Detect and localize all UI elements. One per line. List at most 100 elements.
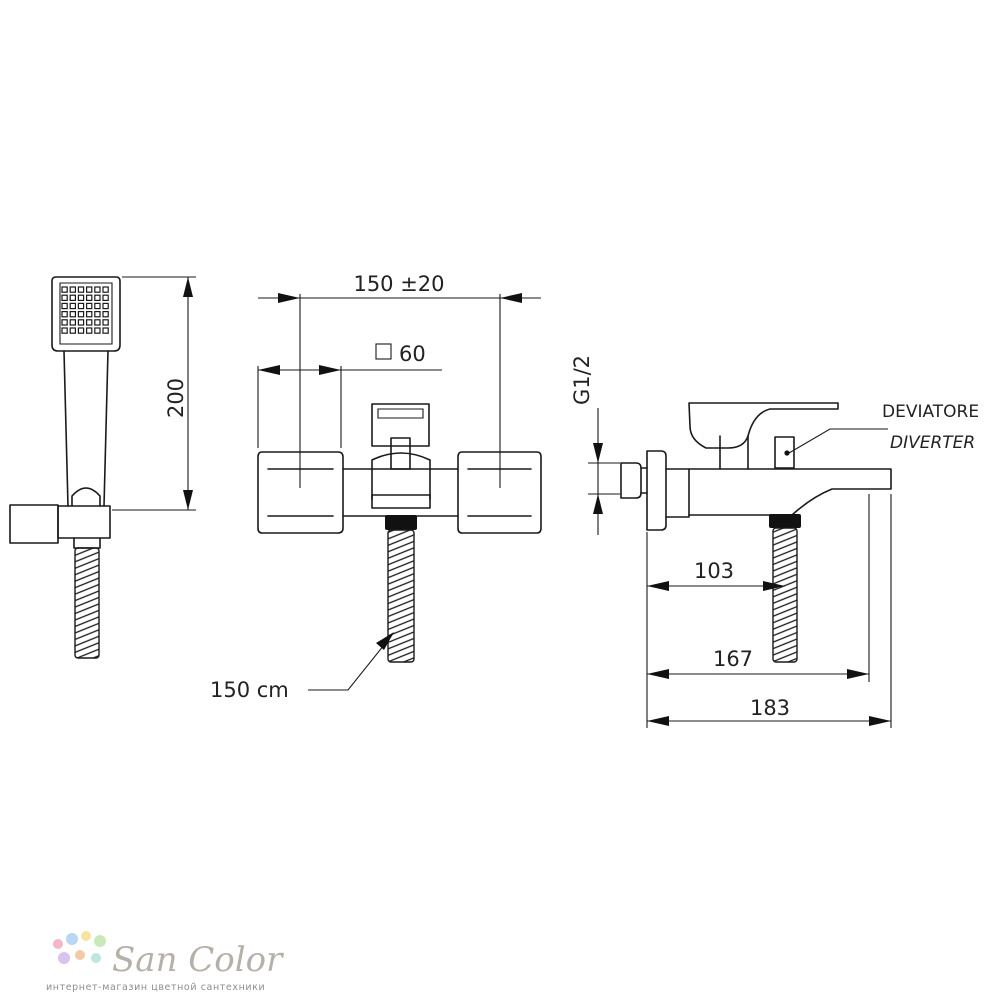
nozzle	[85, 311, 93, 318]
shower-hose-side	[772, 527, 798, 663]
nozzle	[69, 286, 76, 293]
nozzle	[102, 327, 109, 334]
arrow-head	[647, 669, 669, 679]
cartridge-housing	[371, 452, 431, 500]
inlet-neck	[640, 467, 648, 494]
dimension-60-label: 60	[399, 342, 426, 366]
dimension-103-label: 103	[694, 559, 734, 583]
nozzle	[77, 302, 85, 310]
nozzle	[85, 286, 93, 293]
body-connector	[665, 468, 690, 518]
brand-name: San Color	[112, 940, 284, 980]
hand-shower-face	[59, 282, 113, 345]
left-mount-block	[257, 451, 344, 534]
nozzle	[94, 294, 101, 302]
nozzle-grid	[61, 286, 109, 334]
arrow-head	[763, 581, 785, 591]
block-details	[267, 468, 532, 517]
nozzle	[102, 319, 109, 326]
hose-nut	[73, 537, 101, 549]
nozzle	[61, 311, 68, 318]
nozzle	[102, 294, 109, 302]
arrow-head	[376, 632, 394, 650]
nozzle	[85, 319, 93, 326]
side-lever	[688, 402, 839, 449]
arrow-head	[183, 490, 193, 510]
nozzle	[94, 311, 101, 318]
nozzle	[85, 302, 93, 310]
nozzle	[69, 319, 76, 326]
diverter-knob	[774, 436, 795, 469]
diverter-leader-line	[788, 428, 888, 454]
wall-flange	[646, 450, 667, 531]
nozzle	[94, 286, 101, 293]
nozzle	[85, 294, 93, 302]
spout-body	[688, 468, 892, 516]
side-view: DEVIATORE DIVERTER G1/2 103 167 183	[570, 355, 979, 728]
lever-stem	[390, 437, 411, 470]
wall-bracket	[9, 504, 59, 544]
lever-top-detail	[377, 408, 424, 419]
arrow-head	[647, 581, 669, 591]
arrow-head	[278, 293, 300, 303]
nozzle	[61, 319, 68, 326]
arrow-head	[500, 293, 522, 303]
hose-leader-line	[308, 634, 393, 691]
nozzle	[94, 327, 101, 334]
arrow-head	[647, 716, 669, 726]
nozzle	[61, 294, 68, 302]
brand-dot	[53, 939, 63, 949]
hose-length-label: 150 cm	[210, 678, 289, 702]
lever-handle	[371, 403, 430, 447]
nozzle	[102, 302, 109, 310]
brand-dot	[75, 950, 85, 960]
thread-g12-label: G1/2	[570, 355, 594, 405]
diverter-label-it: DEVIATORE	[882, 402, 979, 422]
brand-dot	[58, 952, 70, 964]
shower-hose-front	[387, 529, 415, 663]
nozzle	[77, 327, 85, 334]
mixer-body	[342, 468, 459, 517]
nozzle	[77, 294, 85, 302]
brand-dot	[91, 953, 101, 963]
dimension-200-label: 200	[164, 378, 188, 418]
nozzle	[69, 327, 76, 334]
brand-dot	[94, 935, 106, 947]
hand-shower-handle	[63, 350, 109, 507]
brand-dot	[81, 931, 91, 941]
nozzle	[94, 302, 101, 310]
arrow-head	[319, 365, 341, 375]
nozzle	[61, 302, 68, 310]
front-view: 150 ±20 60 150 cm	[210, 272, 542, 702]
arrow-head	[593, 494, 603, 514]
nozzle	[102, 311, 109, 318]
dimension-150-label: 150 ±20	[353, 272, 444, 296]
nozzle	[69, 302, 76, 310]
dimension-183-label: 183	[750, 696, 790, 720]
brand-dots-icon	[53, 931, 106, 964]
right-mount-block	[457, 451, 542, 534]
square-symbol-icon	[375, 343, 392, 360]
nozzle	[102, 286, 109, 293]
nozzle	[61, 327, 68, 334]
arrow-head	[258, 365, 280, 375]
cartridge-neck	[719, 435, 749, 470]
nozzle	[69, 311, 76, 318]
arrow-head	[869, 716, 891, 726]
dimension-167-label: 167	[713, 647, 753, 671]
diverter-point	[784, 450, 790, 456]
wall-holder	[57, 505, 111, 539]
handle-notch	[71, 487, 101, 507]
nozzle	[61, 286, 68, 293]
brand-watermark: San Color интернет-магазин цветной санте…	[46, 931, 284, 993]
arrow-head	[593, 443, 603, 463]
spout-outlet	[371, 494, 431, 509]
shower-hose-left	[74, 547, 100, 659]
nozzle	[69, 294, 76, 302]
hand-shower-view: 200	[9, 276, 196, 659]
nozzle	[77, 319, 85, 326]
hand-shower-head	[51, 276, 121, 352]
diverter-label-en: DIVERTER	[890, 433, 975, 453]
nozzle	[77, 311, 85, 318]
